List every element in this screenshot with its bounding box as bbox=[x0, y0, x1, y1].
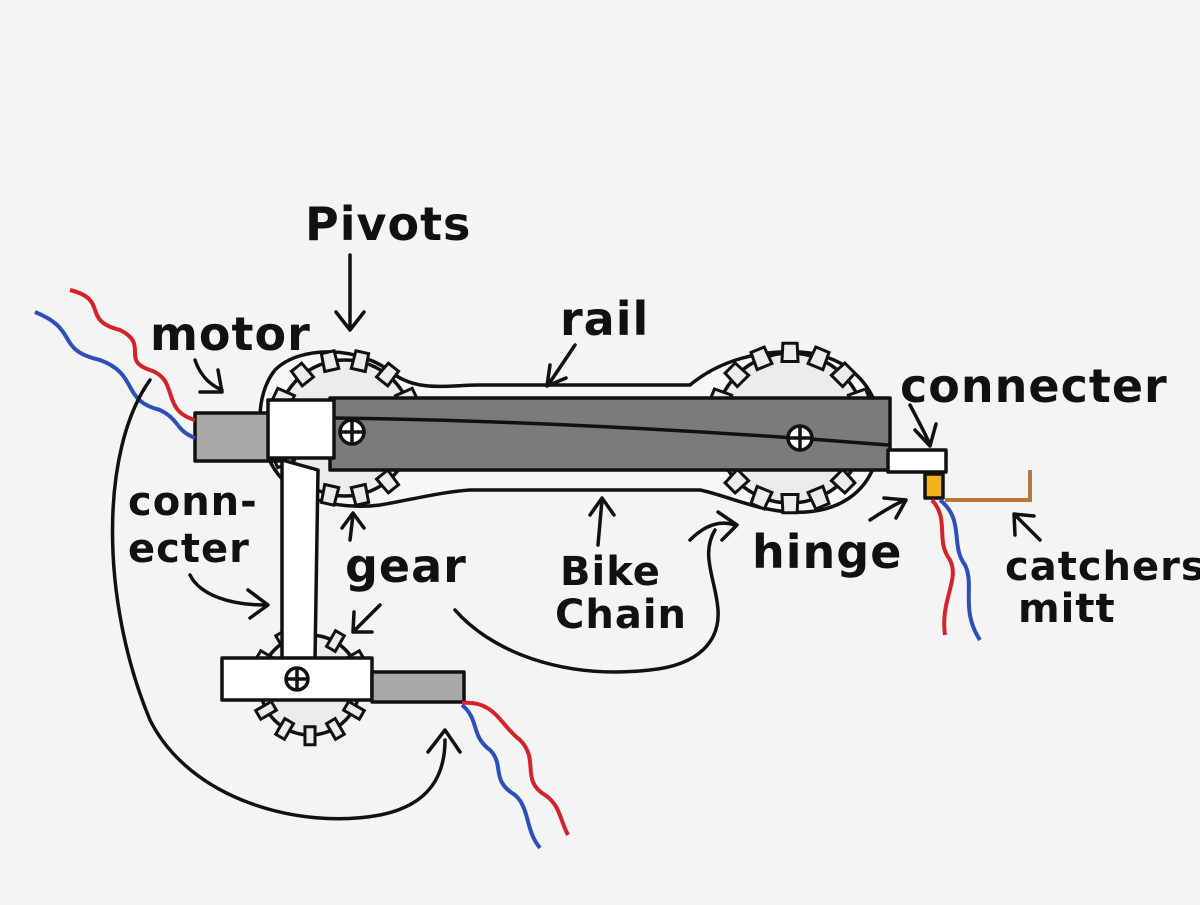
catchers-mitt bbox=[945, 470, 1032, 502]
arrow-icon bbox=[334, 253, 366, 332]
arrow-icon bbox=[340, 511, 366, 542]
connecter-arm bbox=[280, 458, 320, 662]
label-catchers: catchers bbox=[1005, 544, 1200, 590]
hinge bbox=[923, 472, 945, 500]
wire-blue bbox=[34, 310, 196, 440]
gear-tooth bbox=[722, 467, 751, 496]
gear-tooth bbox=[349, 482, 371, 508]
label-connecter-left-2: ecter bbox=[128, 526, 250, 572]
gear-tooth bbox=[374, 361, 401, 389]
arrow-icon bbox=[868, 496, 908, 522]
gear-tooth bbox=[749, 345, 774, 372]
motor-bottom bbox=[370, 670, 466, 704]
gear-tooth bbox=[722, 360, 751, 389]
wire-blue bbox=[938, 498, 982, 642]
gear-tooth bbox=[829, 360, 858, 389]
label-hinge: hinge bbox=[752, 525, 902, 579]
gear-tooth bbox=[303, 725, 317, 747]
label-chain: Chain bbox=[555, 592, 687, 638]
label-connecter-left-1: conn- bbox=[128, 479, 258, 525]
arrow-icon bbox=[545, 343, 577, 388]
arrow-icon bbox=[193, 358, 224, 394]
arrow-icon bbox=[188, 573, 270, 620]
gear-tooth bbox=[829, 467, 858, 496]
label-rail: rail bbox=[560, 292, 649, 346]
label-bike: Bike bbox=[560, 549, 661, 595]
bottom-bracket bbox=[220, 656, 374, 702]
screw-icon bbox=[786, 424, 814, 452]
label-mitt: mitt bbox=[1018, 586, 1116, 632]
motor-top bbox=[193, 411, 282, 463]
arrow-icon bbox=[426, 728, 462, 754]
arrow-icon bbox=[1012, 512, 1042, 542]
connecter-right bbox=[886, 448, 948, 474]
label-motor: motor bbox=[150, 307, 311, 361]
wire-red bbox=[69, 288, 196, 422]
screw-icon bbox=[284, 666, 310, 692]
arrow-icon bbox=[351, 603, 382, 634]
label-pivots: Pivots bbox=[305, 197, 471, 251]
leader-line bbox=[110, 378, 447, 821]
arrow-icon bbox=[908, 403, 938, 448]
gear-tooth bbox=[374, 467, 401, 495]
label-connecter-right: connecter bbox=[900, 359, 1168, 413]
label-gear: gear bbox=[345, 539, 467, 593]
wire-red bbox=[930, 498, 955, 636]
screw-icon bbox=[338, 418, 366, 446]
gear-tooth bbox=[780, 341, 800, 363]
gear-tooth bbox=[289, 361, 316, 389]
gear-tooth bbox=[324, 628, 347, 654]
gear-tooth bbox=[253, 699, 279, 722]
arrow-icon bbox=[588, 496, 616, 547]
gear-tooth bbox=[319, 348, 341, 374]
leader-line bbox=[453, 528, 720, 674]
wire-red bbox=[461, 700, 570, 836]
pivot-bracket bbox=[266, 398, 336, 460]
gear-tooth bbox=[341, 699, 367, 722]
wire-blue bbox=[460, 703, 542, 850]
gear-tooth bbox=[273, 716, 296, 742]
arrow-icon bbox=[688, 510, 739, 542]
gear-tooth bbox=[319, 482, 341, 508]
gear-tooth bbox=[749, 484, 774, 511]
gear-tooth bbox=[324, 716, 347, 742]
gear-tooth bbox=[349, 348, 371, 374]
gear-tooth bbox=[780, 493, 800, 515]
gear-tooth bbox=[806, 484, 831, 511]
gear-tooth bbox=[806, 345, 831, 372]
